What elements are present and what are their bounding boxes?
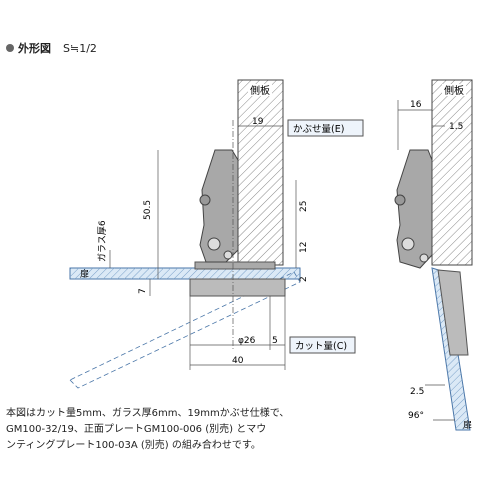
side-panel-right [431,79,473,266]
note-line: GM100-32/19、正面プレートGM100-006 (別売) とマウ [6,424,267,435]
side-panel-right-label: 側板 [444,84,464,97]
spec-note: 本図はカット量5mm、ガラス厚6mm、19mmかぶせ仕様で、 GM100-32/… [6,406,306,454]
cut-box-label: カット量(C) [295,341,347,352]
dim-19: 19 [252,117,264,127]
scale-text: S≒1/2 [63,41,97,55]
dim-2: 2 [299,276,309,282]
dim-40: 40 [232,356,244,366]
dim-12: 12 [299,242,309,253]
glass-door-open-left [69,271,301,389]
dim-7: 7 [138,288,148,294]
dim-5: 5 [272,336,278,346]
dim-2-5: 2.5 [410,387,424,397]
overlay-box [287,119,364,137]
hinge-arm-left [199,149,239,263]
hinge-arm-right [396,149,433,269]
front-plate-right [437,269,469,356]
side-panel-left [237,79,284,266]
dim-phi26: φ26 [238,336,256,346]
note-line: ンティングプレート100-03A (別売) の組み合わせです。 [6,440,261,451]
door-left-label: 扉 [80,268,89,280]
dim-25: 25 [299,201,309,212]
dim-96-deg: 96° [408,411,424,421]
side-panel-left-label: 側板 [250,84,270,97]
dim-1-5: 1.5 [449,122,463,132]
figure-title: 外形図 S≒1/2 [6,40,97,56]
note-line: 本図はカット量5mm、ガラス厚6mm、19mmかぶせ仕様で、 [6,408,290,419]
front-plate-left [189,278,286,297]
door-right-label: 扉 [463,419,472,431]
overlay-box-label: かぶせ量(E) [293,124,344,135]
dim-16: 16 [410,100,422,110]
dim-glass-thickness: ガラス厚6 [97,220,108,262]
title-text: 外形図 [18,42,51,55]
dim-50-5: 50.5 [143,200,153,220]
bullet-dot [6,44,14,52]
cut-box [289,336,356,354]
